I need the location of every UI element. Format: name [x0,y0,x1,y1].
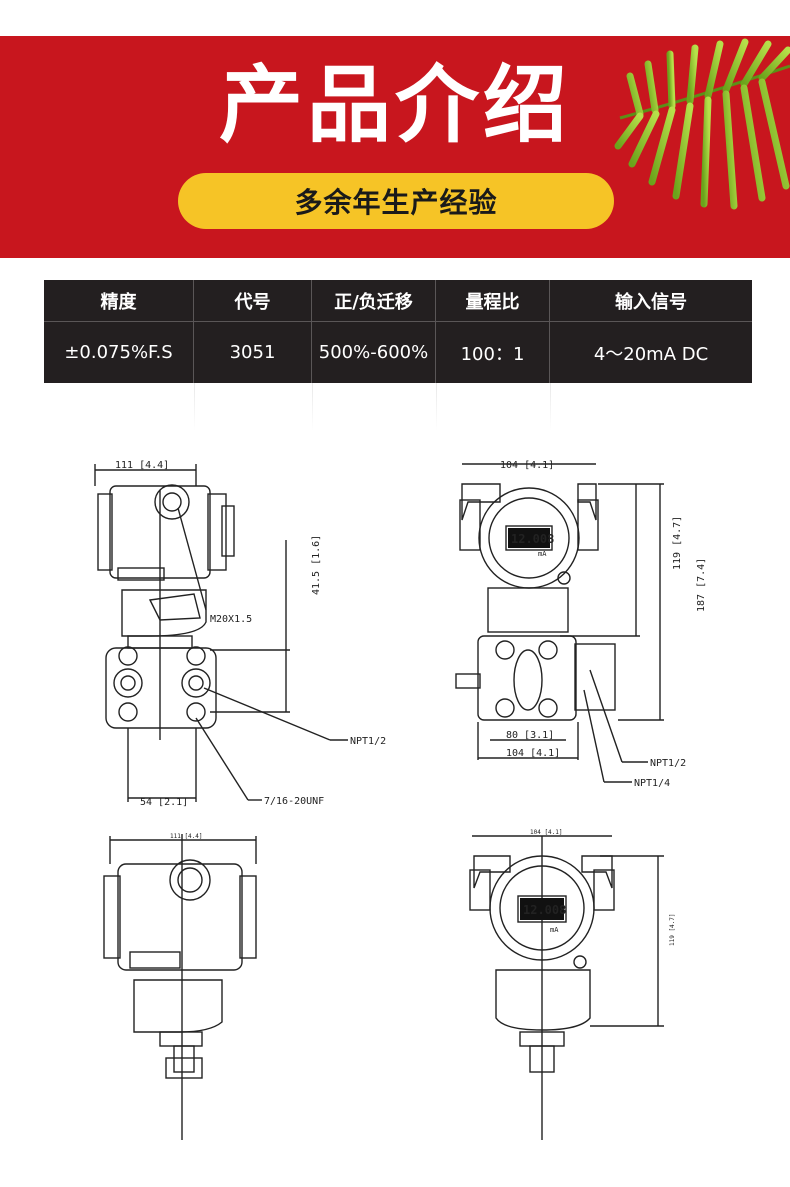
table-shadow-line [436,383,437,431]
subtitle-text: 多余年生产经验 [294,186,498,219]
drawing-side-view-direct [103,834,257,1140]
dim-label: 119 [4.7] [672,516,683,570]
spec-value-range-ratio: 100：1 [436,322,550,383]
drawing-front-view [455,463,664,783]
page-title: 产品介绍 [218,56,571,154]
spec-value-code: 3051 [194,322,312,383]
spec-header-accuracy: 精度 [44,280,194,322]
lcd-unit: mA [538,550,547,558]
lcd-displays [508,528,564,920]
lcd-value: 12.008 [523,903,566,917]
subtitle-badge: 多余年生产经验 [178,173,614,229]
dim-label: 7/16-20UNF [264,796,324,807]
dim-label: NPT1/2 [350,736,386,747]
spec-header-input-signal: 输入信号 [550,280,752,322]
drawing-front-view-direct [469,835,664,1140]
spec-table: 精度 代号 正/负迁移 量程比 输入信号 ±0.075%F.S 3051 500… [44,280,752,383]
lcd-unit: mA [550,926,559,934]
table-shadow-line [312,383,313,431]
dim-label: NPT1/2 [650,758,686,769]
spec-value-accuracy: ±0.075%F.S [44,322,194,383]
table-shadow-line [550,383,551,431]
dim-label: 187 [7.4] [696,558,707,612]
lcd-value: 12.008 [511,532,554,546]
dim-label: 104 [4.1] [530,829,563,836]
table-shadow-line [194,383,195,431]
dim-label: 80 [3.1] [506,730,554,741]
dim-label: 119 [4.7] [669,913,676,946]
palm-leaf-icon [614,38,790,210]
header-banner: 产品介绍 多余年生产经验 [0,36,790,258]
spec-value-migration: 500%-600% [312,322,436,383]
spec-header-range-ratio: 量程比 [436,280,550,322]
technical-drawings: 12.008 12.008 mA mA 111 [4.4] 41.5 [1.6]… [94,460,707,1140]
dim-label: 41.5 [1.6] [311,535,322,595]
spec-value-input-signal: 4～20mA DC [593,343,709,365]
drawing-side-view [94,464,348,802]
spec-header-migration: 正/负迁移 [312,280,436,322]
dim-label: NPT1/4 [634,778,670,789]
dim-label: 104 [4.1] [500,460,554,471]
dim-label: 104 [4.1] [506,748,560,759]
dim-label: M20X1.5 [210,614,252,625]
dim-label: 111 [4.4] [170,833,203,840]
dim-label: 54 [2.1] [140,797,188,808]
dim-label: 111 [4.4] [115,460,169,471]
spec-header-code: 代号 [194,280,312,322]
